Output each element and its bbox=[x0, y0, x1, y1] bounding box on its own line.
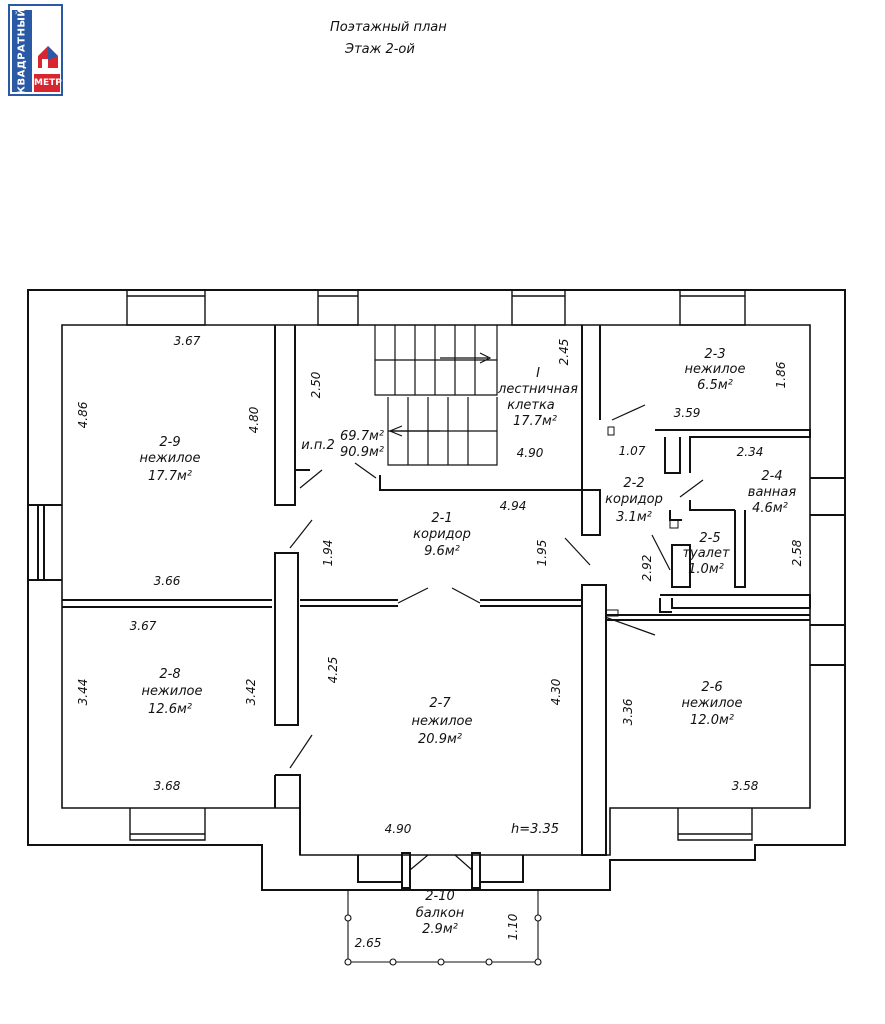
room-2-5-type: туалет bbox=[682, 546, 730, 561]
room-2-1-id: 2-1 bbox=[431, 511, 452, 526]
totals-area-2: 90.9м² bbox=[340, 445, 384, 460]
dim-2-50: 2.50 bbox=[309, 371, 323, 398]
room-2-9-type: нежилое bbox=[140, 451, 201, 466]
dim-3-66: 3.66 bbox=[154, 574, 181, 588]
plan-subtitle: Этаж 2-ой bbox=[345, 42, 415, 57]
room-2-3-id: 2-3 bbox=[704, 347, 725, 362]
room-2-10-area: 2.9м² bbox=[422, 922, 458, 937]
dim-3-42: 3.42 bbox=[244, 679, 258, 706]
logo-brand-strip: КВАДРАТНЫЙ bbox=[12, 8, 32, 94]
room-2-2-area: 3.1м² bbox=[616, 510, 652, 525]
room-2-7-type: нежилое bbox=[412, 714, 473, 729]
room-2-6-id: 2-6 bbox=[701, 680, 722, 695]
room-2-10-type: балкон bbox=[416, 906, 465, 921]
dim-3-67-top: 3.67 bbox=[174, 334, 201, 348]
dim-1-94: 1.94 bbox=[321, 540, 335, 567]
dim-3-59: 3.59 bbox=[674, 406, 701, 420]
room-2-8-type: нежилое bbox=[142, 684, 203, 699]
room-2-6-type: нежилое bbox=[682, 696, 743, 711]
room-2-7-area: 20.9м² bbox=[418, 732, 462, 747]
dim-2-34: 2.34 bbox=[737, 445, 764, 459]
dim-4-30: 4.30 bbox=[549, 678, 563, 705]
room-2-5-id: 2-5 bbox=[699, 531, 720, 546]
dim-2-65: 2.65 bbox=[355, 936, 382, 950]
dim-1-95: 1.95 bbox=[535, 540, 549, 567]
dim-3-36: 3.36 bbox=[621, 698, 635, 725]
dim-2-45: 2.45 bbox=[557, 339, 571, 366]
room-2-4-type: ванная bbox=[748, 485, 797, 500]
logo-house-icon bbox=[38, 46, 58, 68]
room-2-9-id: 2-9 bbox=[159, 435, 180, 450]
dim-2-92: 2.92 bbox=[640, 555, 654, 582]
brand-logo: КВАДРАТНЫЙ МЕТР bbox=[8, 4, 63, 96]
room-2-8-area: 12.6м² bbox=[148, 702, 192, 717]
room-2-1-type: коридор bbox=[413, 527, 471, 542]
room-2-1-area: 9.6м² bbox=[424, 544, 460, 559]
dim-4-80: 4.80 bbox=[247, 406, 261, 433]
dim-1-86: 1.86 bbox=[774, 361, 788, 388]
ceiling-height: h=3.35 bbox=[511, 822, 559, 837]
totals-label: и.п.2 bbox=[301, 438, 334, 453]
dim-3-68: 3.68 bbox=[154, 779, 181, 793]
dim-4-94: 4.94 bbox=[500, 499, 527, 513]
dim-3-58: 3.58 bbox=[732, 779, 759, 793]
plan-title: Поэтажный план bbox=[330, 20, 447, 35]
room-2-3-area: 6.5м² bbox=[697, 378, 733, 393]
dim-4-90-stair: 4.90 bbox=[517, 446, 544, 460]
logo-metr-text: МЕТР bbox=[34, 74, 62, 92]
dim-1-10: 1.10 bbox=[506, 913, 520, 940]
room-2-4-area: 4.6м² bbox=[752, 501, 788, 516]
staircase bbox=[374, 325, 498, 466]
totals-area-1: 69.7м² bbox=[340, 429, 384, 444]
stair-type-2: клетка bbox=[507, 398, 555, 413]
room-2-3-type: нежилое bbox=[685, 362, 746, 377]
walls bbox=[27, 289, 846, 891]
room-2-10-id: 2-10 bbox=[425, 889, 455, 904]
room-2-2-type: коридор bbox=[605, 492, 663, 507]
room-2-8-id: 2-8 bbox=[159, 667, 180, 682]
room-2-9-area: 17.7м² bbox=[148, 469, 192, 484]
dim-2-58: 2.58 bbox=[790, 539, 804, 566]
dim-4-90-bottom: 4.90 bbox=[385, 822, 412, 836]
dim-4-86: 4.86 bbox=[76, 401, 90, 428]
stair-area: 17.7м² bbox=[513, 414, 557, 429]
room-2-7-id: 2-7 bbox=[429, 696, 451, 711]
balcony-railing bbox=[344, 890, 542, 966]
windows bbox=[126, 290, 753, 841]
room-2-5-area: 1.0м² bbox=[688, 562, 724, 577]
dim-3-44: 3.44 bbox=[76, 679, 90, 706]
room-2-4-id: 2-4 bbox=[761, 469, 782, 484]
room-2-2-id: 2-2 bbox=[623, 476, 644, 491]
stair-id: I bbox=[536, 366, 540, 381]
door-swings bbox=[289, 404, 704, 871]
room-2-6-area: 12.0м² bbox=[690, 713, 734, 728]
dim-1-07: 1.07 bbox=[619, 444, 646, 458]
dim-4-25: 4.25 bbox=[326, 657, 340, 684]
stair-type-1: лестничная bbox=[497, 382, 578, 397]
dim-3-67-mid: 3.67 bbox=[130, 619, 157, 633]
